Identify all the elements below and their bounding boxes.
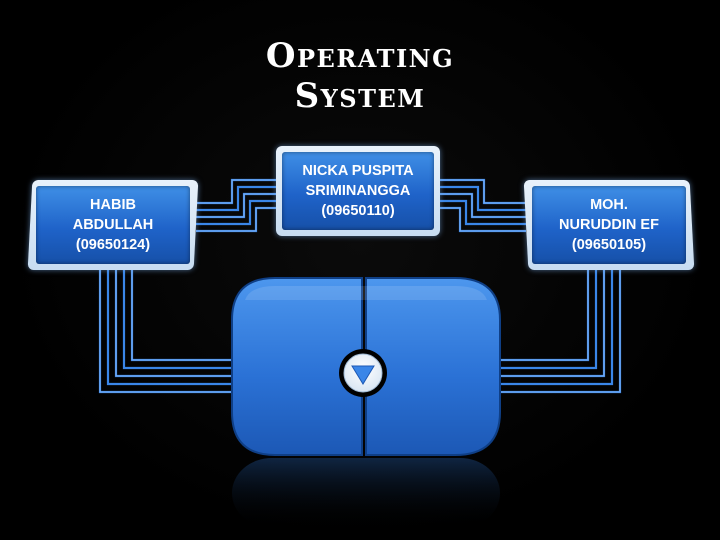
title-line-1: Operating	[265, 36, 455, 76]
connector-left-top-glow	[196, 179, 276, 232]
connector-left-top	[196, 178, 276, 233]
member-name-line-1: NICKA PUSPITA	[302, 163, 414, 179]
hub-knob[interactable]	[339, 349, 387, 397]
connector-right-down-glow	[498, 270, 621, 393]
connector-right-down	[498, 270, 622, 394]
connector-right-top	[440, 178, 526, 233]
connector-left-down-glow	[99, 270, 236, 393]
down-triangle-icon	[351, 365, 375, 385]
hub	[231, 277, 501, 456]
member-id: (09650124)	[75, 237, 151, 253]
title-line-2: System	[294, 76, 426, 116]
member-box-habib: HABIB ABDULLAH (09650124)	[27, 180, 199, 270]
connector-left-down	[98, 270, 236, 394]
member-name-line-2: SRIMINANGGA	[305, 183, 411, 199]
member-id: (09650110)	[321, 203, 395, 219]
member-name-line-2: NURUDDIN EF	[559, 217, 659, 233]
member-id: (09650105)	[571, 237, 647, 253]
hub-right-half	[365, 277, 501, 456]
hub-highlight	[245, 286, 487, 300]
member-box-moh: MOH. NURUDDIN EF (09650105)	[523, 180, 695, 270]
hub-reflection	[232, 458, 500, 528]
member-name-line-1: HABIB	[90, 197, 136, 213]
member-name-line-1: MOH.	[590, 197, 628, 213]
slide-title: Operating System	[0, 36, 720, 116]
hub-left-half	[231, 277, 363, 456]
member-name-line-2: ABDULLAH	[72, 217, 154, 233]
connector-right-top-glow	[440, 179, 526, 232]
member-box-nicka: NICKA PUSPITA SRIMINANGGA (09650110)	[276, 146, 440, 236]
